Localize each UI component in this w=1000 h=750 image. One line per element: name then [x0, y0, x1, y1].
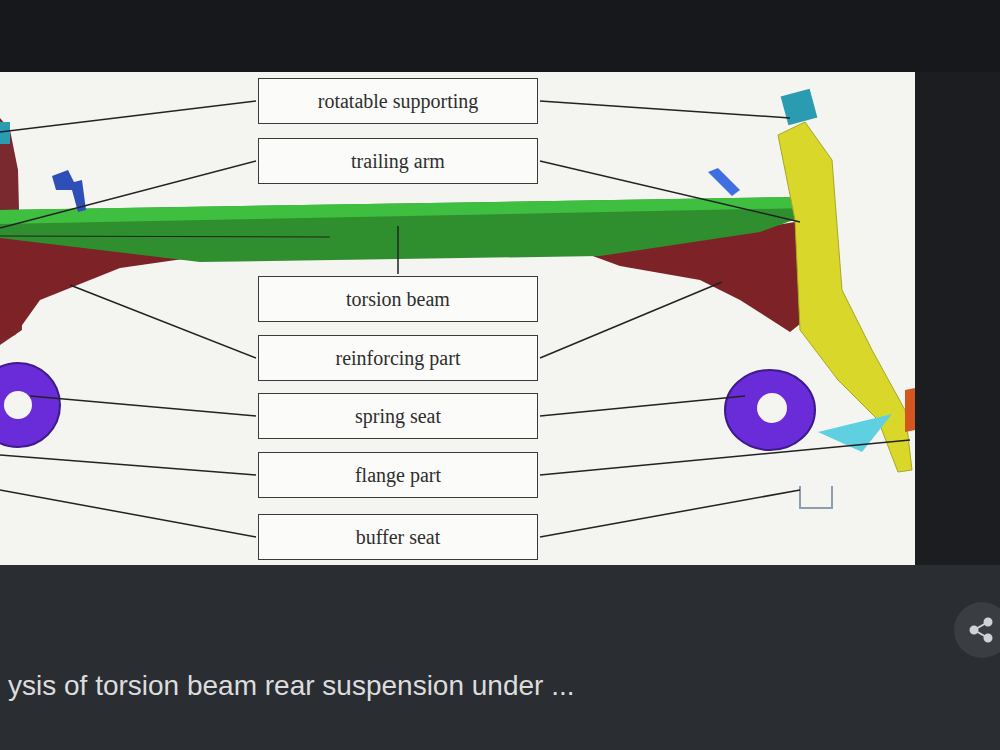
leader-line — [0, 161, 256, 228]
label-box: buffer seat — [258, 514, 538, 560]
flange-part — [818, 414, 892, 452]
arm-end — [905, 388, 915, 432]
buffer-seat — [800, 486, 832, 508]
leader-line — [30, 396, 256, 416]
leader-line — [397, 226, 399, 274]
leader-line — [70, 285, 256, 358]
torsion-beam-top — [0, 197, 808, 224]
torsion-beam-body — [0, 197, 810, 262]
label-box: torsion beam — [258, 276, 538, 322]
part-name: flange part — [355, 463, 441, 487]
share-button — [954, 602, 1000, 658]
leader-line — [0, 455, 256, 475]
part-name: reinforcing part — [336, 346, 461, 370]
leader-line — [540, 282, 722, 358]
rotatable-support-right — [781, 89, 818, 126]
leader-line — [540, 101, 790, 118]
part-name: rotatable supporting — [318, 89, 479, 113]
part-name: buffer seat — [356, 525, 441, 549]
spring-seat-hole — [4, 391, 32, 419]
leader-line — [0, 490, 256, 537]
leader-line — [0, 101, 256, 132]
part-name: torsion beam — [346, 287, 450, 311]
page-caption: ysis of torsion beam rear suspension und… — [8, 670, 575, 702]
screen-right — [915, 72, 1000, 565]
leader-line — [540, 490, 800, 537]
rotatable-support-left — [0, 122, 10, 144]
label-box: rotatable supporting — [258, 78, 538, 124]
share-icon — [971, 619, 992, 642]
bracket-right — [708, 168, 740, 196]
label-box: trailing arm — [258, 138, 538, 184]
part-name: trailing arm — [351, 149, 445, 173]
leader-lines — [0, 101, 910, 537]
label-box: reinforcing part — [258, 335, 538, 381]
spring-seat-hole — [757, 393, 787, 423]
figure-panel — [0, 72, 915, 565]
spring-seat-left — [0, 363, 60, 447]
leader-line — [540, 440, 910, 475]
spring-seat-right — [725, 370, 815, 450]
label-box: flange part — [258, 452, 538, 498]
screen-top — [0, 0, 1000, 72]
part-name: spring seat — [355, 404, 441, 428]
bracket-left — [52, 170, 86, 212]
leader-line — [540, 396, 745, 416]
label-box: spring seat — [258, 393, 538, 439]
screen-bottom — [0, 565, 1000, 750]
beam-axis — [0, 236, 330, 237]
leader-line — [540, 161, 800, 222]
